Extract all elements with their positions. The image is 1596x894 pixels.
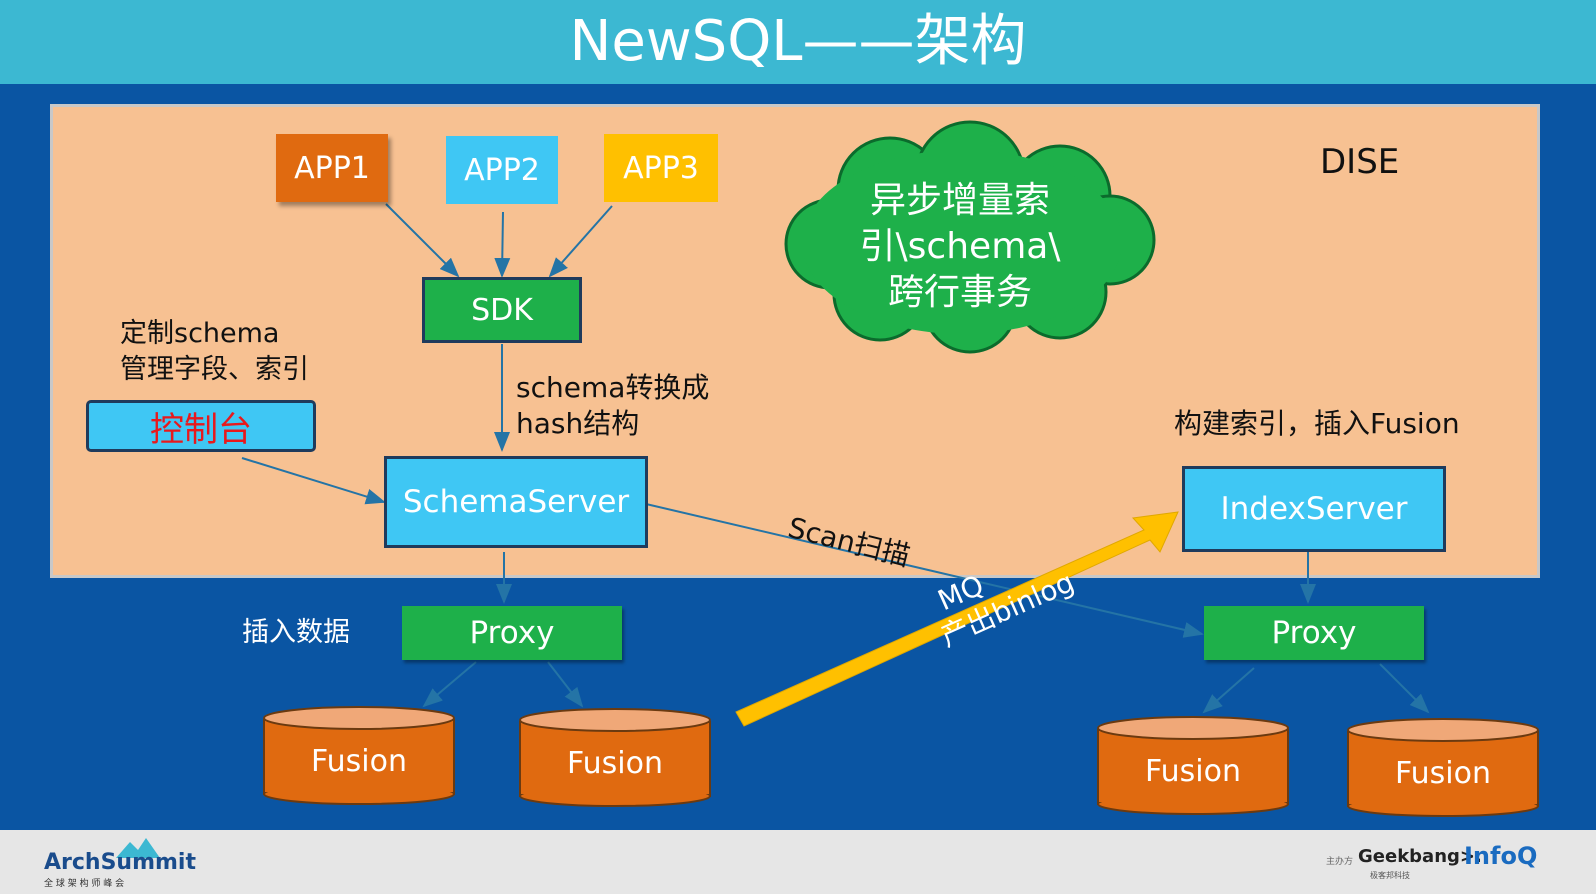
geekbang-subtitle: 极客邦科技: [1370, 871, 1410, 880]
app2-box: APP2: [446, 136, 558, 204]
proxy-left-box: Proxy: [402, 606, 622, 660]
sdk-box: SDK: [422, 277, 582, 343]
fusion-cylinder-3: [1097, 716, 1289, 815]
fusion-cylinder-4: [1347, 718, 1539, 817]
fusion-cylinder-2: [519, 708, 711, 807]
arrow-proxy-fusion4: [1379, 663, 1430, 714]
cloud-fill: [802, 150, 1122, 334]
arrow-proxy-fusion3: [1202, 667, 1255, 714]
geekbang-logo: Geekbang>.: [1358, 846, 1482, 867]
index-note: 构建索引，插入Fusion: [1174, 407, 1460, 440]
fusion-label-1: Fusion: [311, 744, 407, 779]
arrow-proxy-fusion1: [422, 661, 477, 708]
arrow-scan: [645, 503, 1204, 638]
cloud-text: 异步增量索 引\schema\ 跨行事务: [840, 178, 1080, 316]
fusion-label-2: Fusion: [567, 746, 663, 781]
console-box: 控制台: [86, 400, 316, 452]
arrow-app2-sdk: [494, 211, 511, 278]
infoq-logo: InfoQ: [1464, 842, 1538, 870]
arrow-proxy-fusion2: [547, 661, 584, 708]
fusion-label-3: Fusion: [1145, 754, 1241, 789]
schema-server-box: SchemaServer: [384, 456, 648, 548]
archsummit-logo: ArchSummit: [44, 850, 196, 875]
cloud-line-1: 异步增量索: [869, 180, 1050, 221]
title-bar: NewSQL——架构: [0, 0, 1596, 84]
footer: ArchSummit 全 球 架 构 师 峰 会 主办方 Geekbang>. …: [0, 830, 1596, 894]
arrow-app3-sdk: [548, 205, 613, 278]
left-note-line-1: 定制schema: [120, 318, 280, 349]
dise-label: DISE: [1320, 142, 1400, 182]
mq-arrow: [735, 511, 1179, 727]
index-server-box: IndexServer: [1182, 466, 1446, 552]
schema-note-line-1: schema转换成: [516, 371, 710, 404]
left-note: 定制schema 管理字段、索引: [120, 316, 309, 388]
cloud-line-3: 跨行事务: [887, 272, 1032, 313]
cloud-line-2: 引\schema\: [859, 226, 1061, 267]
app1-box: APP1: [276, 134, 388, 202]
proxy-right-box: Proxy: [1204, 606, 1424, 660]
slide-title: NewSQL——架构: [569, 9, 1027, 74]
app3-box: APP3: [604, 134, 718, 202]
arrow-console-schemaserver: [241, 457, 386, 505]
fusion-cylinder-1: [263, 706, 455, 805]
schema-note-line-2: hash结构: [516, 407, 640, 440]
left-note-line-2: 管理字段、索引: [120, 354, 309, 385]
fusion-label-4: Fusion: [1395, 756, 1491, 791]
host-label: 主办方: [1326, 857, 1354, 867]
archsummit-mountain-icon: [116, 838, 160, 858]
archsummit-subtitle: 全 球 架 构 师 峰 会: [44, 879, 125, 889]
insert-data-label: 插入数据: [242, 617, 350, 648]
schema-note: schema转换成 hash结构: [516, 370, 709, 442]
arrow-app1-sdk: [385, 203, 460, 278]
